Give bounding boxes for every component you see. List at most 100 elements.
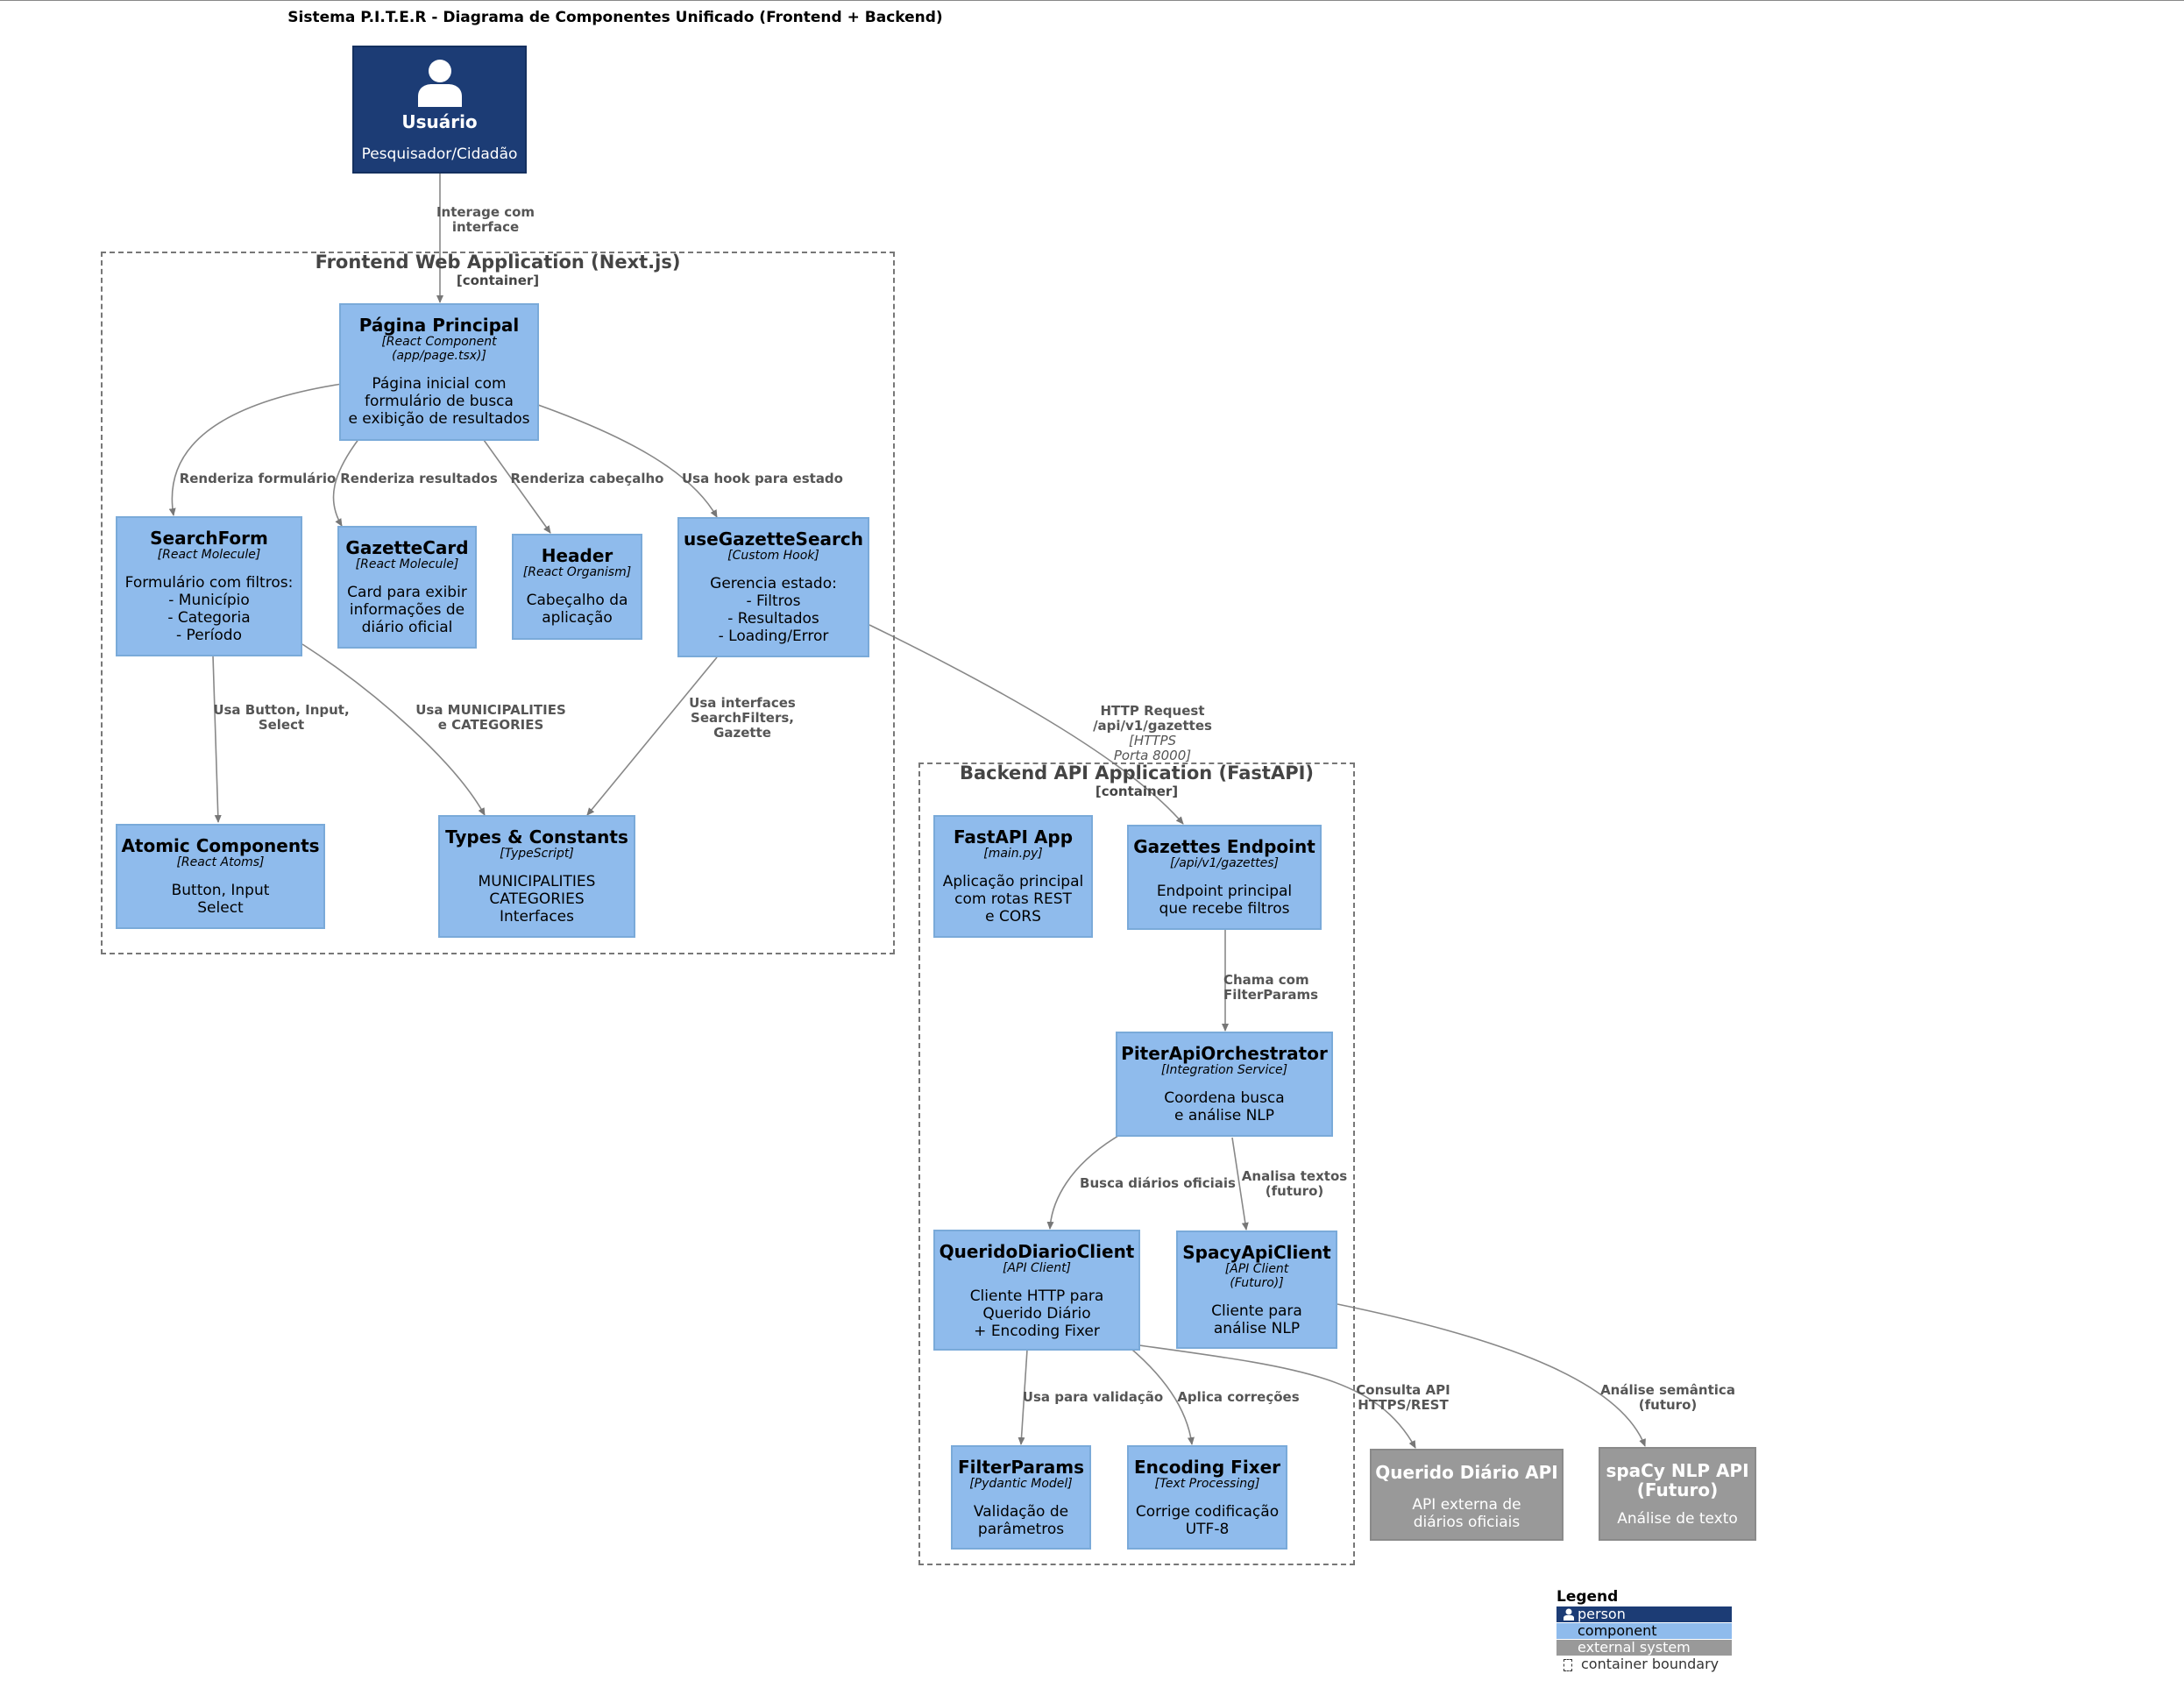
atomic-desc: Button, Input Select [171,882,270,917]
node-spacy-client[interactable]: SpacyApiClient [API Client (Futuro)] Cli… [1176,1231,1337,1349]
header-name: Header [541,545,613,566]
label-analise-semantica: Análise semântica (futuro) [1600,1382,1735,1413]
edge-pagina-header [483,439,551,534]
querido-desc: Cliente HTTP para Querido Diário + Encod… [969,1287,1104,1340]
spacyapi-name: spaCy NLP API (Futuro) [1606,1460,1749,1500]
node-atomic-components[interactable]: Atomic Components [React Atoms] Button, … [116,824,325,929]
orchestrator-tech: [Integration Service] [1160,1063,1288,1077]
filterparams-desc: Validação de parâmetros [973,1503,1069,1538]
legend-title: Legend [1556,1588,1619,1606]
edge-querido-filterparams [1018,1349,1028,1445]
label-http-request-tech: [HTTPS Porta 8000] [1113,733,1192,763]
fastapi-tech: [main.py] [983,847,1043,861]
node-fastapi-app[interactable]: FastAPI App [main.py] Aplicação principa… [933,815,1093,938]
edge-querido-encoding [1121,1340,1195,1445]
spacy-name: SpacyApiClient [1182,1242,1331,1263]
spacyapi-desc: Análise de texto [1617,1510,1738,1528]
edge-searchform-types [301,643,486,816]
edge-usegazette-types [586,656,718,816]
frontend-boundary-name: Frontend Web Application (Next.js) [315,252,681,273]
edge-spacy-spacyapi [1337,1303,1646,1447]
edge-pagina-searchform [168,383,343,516]
node-piter-orchestrator[interactable]: PiterApiOrchestrator [Integration Servic… [1116,1032,1333,1137]
spacy-tech: [API Client (Futuro)] [1224,1262,1289,1290]
endpoint-name: Gazettes Endpoint [1133,836,1315,857]
node-encoding-fixer[interactable]: Encoding Fixer [Text Processing] Corrige… [1127,1445,1287,1550]
node-usegazettesearch[interactable]: useGazetteSearch [Custom Hook] Gerencia … [677,517,869,657]
querido-tech: [API Client] [1002,1261,1072,1275]
fastapi-name: FastAPI App [953,826,1074,848]
legend-person: person [1556,1606,1732,1622]
types-name: Types & Constants [445,826,628,848]
atomic-name: Atomic Components [121,835,320,856]
gazettecard-desc: Card para exibir informações de diário o… [347,584,467,636]
label-http-request: HTTP Request /api/v1/gazettes [HTTPS Por… [1087,689,1218,778]
queridoapi-name: Querido Diário API [1375,1462,1558,1483]
person-icon [417,60,462,107]
queridoapi-desc: API externa de diários oficiais [1412,1496,1521,1531]
node-querido-client[interactable]: QueridoDiarioClient [API Client] Cliente… [933,1230,1140,1351]
types-tech: [TypeScript] [500,847,574,861]
searchform-desc: Formulário com filtros: - Município - Ca… [124,574,294,644]
legend-external: external system [1556,1640,1732,1656]
label-busca-diarios: Busca diários oficiais [1080,1175,1236,1191]
edge-orchestrator-spacy [1231,1137,1249,1231]
encoding-name: Encoding Fixer [1133,1457,1281,1478]
gazettecard-tech: [React Molecule] [355,557,459,571]
legend-person-icon [1564,1608,1574,1621]
edge-querido-queridoapi [1138,1344,1416,1449]
querido-name: QueridoDiarioClient [939,1241,1135,1262]
label-usa-hook: Usa hook para estado [682,471,843,486]
header-tech: [React Organism] [522,565,632,579]
node-pagina-principal[interactable]: Página Principal [React Component (app/p… [339,303,539,441]
endpoint-tech: [/api/v1/gazettes] [1170,856,1279,870]
label-chama-com: Chama com FilterParams [1223,972,1319,1003]
usegazette-desc: Gerencia estado: - Filtros - Resultados … [710,575,837,645]
legend-person-label: person [1578,1606,1626,1622]
atomic-tech: [React Atoms] [176,855,265,869]
filterparams-name: FilterParams [957,1457,1085,1478]
node-gazettes-endpoint[interactable]: Gazettes Endpoint [/api/v1/gazettes] End… [1127,825,1322,930]
label-renderiza-cabecalho: Renderiza cabeçalho [510,471,664,486]
backend-boundary [918,762,1355,1565]
usuario-desc: Pesquisador/Cidadão [361,145,518,163]
searchform-tech: [React Molecule] [157,548,261,562]
edge-orchestrator-querido [1046,1135,1119,1230]
node-spacy-nlp-api[interactable]: spaCy NLP API (Futuro) Análise de texto [1599,1447,1756,1541]
label-aplica-correcoes: Aplica correções [1177,1389,1300,1405]
node-filterparams[interactable]: FilterParams [Pydantic Model] Validação … [951,1445,1091,1550]
gazettecard-name: GazetteCard [345,537,469,558]
node-gazettecard[interactable]: GazetteCard [React Molecule] Card para e… [337,526,477,649]
frontend-boundary-label: Frontend Web Application (Next.js) [cont… [298,252,698,288]
usegazette-name: useGazetteSearch [684,528,863,550]
label-renderiza-resultados: Renderiza resultados [340,471,498,486]
pagina-name: Página Principal [358,315,520,336]
label-consulta-api: Consulta API HTTPS/REST [1356,1382,1450,1413]
edge-usegazette-endpoint [869,624,1184,825]
label-interage: Interage com interface [436,204,535,235]
node-querido-diario-api[interactable]: Querido Diário API API externa de diário… [1370,1449,1564,1541]
node-types-constants[interactable]: Types & Constants [TypeScript] MUNICIPAL… [438,815,635,938]
frontend-boundary-type: [container] [456,273,540,288]
label-renderiza-formulario: Renderiza formulário [179,471,337,486]
node-usuario[interactable]: Usuário Pesquisador/Cidadão [352,46,527,174]
backend-boundary-name: Backend API Application (FastAPI) [959,762,1315,784]
encoding-desc: Corrige codificação UTF-8 [1135,1503,1280,1538]
usegazette-tech: [Custom Hook] [727,549,819,563]
pagina-desc: Página inicial com formulário de busca e… [348,375,530,428]
label-usa-interfaces: Usa interfaces SearchFilters, Gazette [689,695,796,741]
spacy-desc: Cliente para análise NLP [1211,1302,1302,1337]
node-searchform[interactable]: SearchForm [React Molecule] Formulário c… [116,516,302,656]
filterparams-tech: [Pydantic Model] [969,1477,1073,1491]
fastapi-desc: Aplicação principal com rotas REST e COR… [942,873,1084,926]
backend-boundary-label: Backend API Application (FastAPI) [conta… [938,762,1336,799]
pagina-tech: [React Component (app/page.tsx)] [381,335,497,363]
label-analisa-textos: Analisa textos (futuro) [1241,1168,1348,1199]
edge-pagina-usegazette [537,404,718,518]
label-usa-button: Usa Button, Input, Select [213,702,350,733]
encoding-tech: [Text Processing] [1154,1477,1260,1491]
top-border-line [0,0,2184,1]
searchform-name: SearchForm [150,528,268,549]
node-header[interactable]: Header [React Organism] Cabeçalho da apl… [512,534,642,640]
